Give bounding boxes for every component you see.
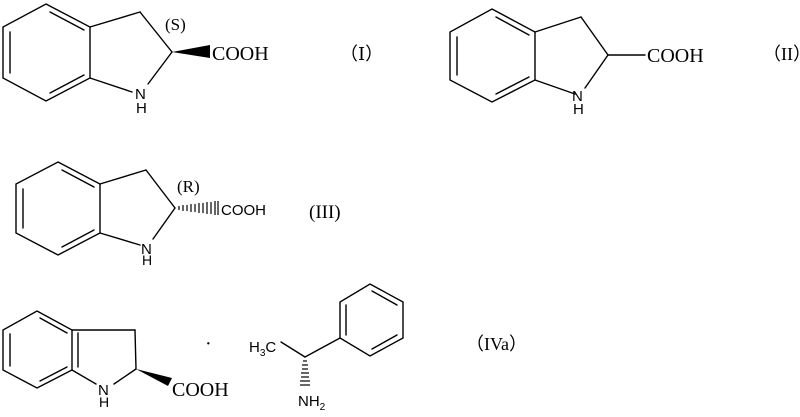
benzene-ring [2, 310, 73, 389]
compound-IVa: COOH N H · H3C NH2 [2, 283, 527, 413]
pyrrolidine-ring [99, 169, 176, 246]
compound-label-IVa: （IVa） [466, 334, 527, 354]
compound-label-II: （II） [763, 44, 800, 64]
benzene-ring [15, 161, 101, 256]
stereo-label-s: (S) [165, 15, 186, 34]
cooh-group: COOH [221, 202, 266, 219]
pyrrolidine-ring [71, 329, 137, 385]
phenyl-ring [339, 283, 404, 357]
pyrrolidine-ring [89, 11, 173, 93]
cooh-group: COOH [647, 45, 704, 67]
nh-h: H [142, 252, 152, 268]
compound-III: COOH (R) N H (III) [15, 161, 341, 268]
nh-n: N [98, 382, 109, 399]
nh-h: H [136, 100, 147, 117]
pyrrolidine-ring [534, 16, 609, 95]
compound-II: COOH N H （II） [449, 8, 800, 118]
compound-label-I: （Ⅰ） [340, 44, 383, 64]
nh-n: N [135, 86, 146, 103]
nh-n: N [572, 88, 583, 105]
compound-I: COOH (S) N H （Ⅰ） [2, 3, 383, 117]
benzene-ring [449, 8, 536, 103]
cooh-group: COOH [212, 43, 269, 65]
wedge-bond [136, 369, 172, 386]
compound-label-III: (III) [309, 202, 341, 223]
stereo-label-r: (R) [177, 177, 200, 196]
benzene-ring [2, 3, 91, 102]
cooh-group: COOH [172, 379, 229, 401]
amine-group: NH2 [298, 393, 326, 413]
phenylethylamine: H3C NH2 [249, 283, 404, 413]
nh-h: H [573, 101, 584, 118]
wedge-bond [172, 45, 210, 58]
methyl-group: H3C [249, 339, 276, 359]
hash-bond [178, 201, 219, 215]
nh-h: H [99, 394, 109, 410]
hash-bond [300, 360, 310, 386]
salt-dot: · [205, 333, 212, 355]
nh-n: N [141, 241, 152, 258]
